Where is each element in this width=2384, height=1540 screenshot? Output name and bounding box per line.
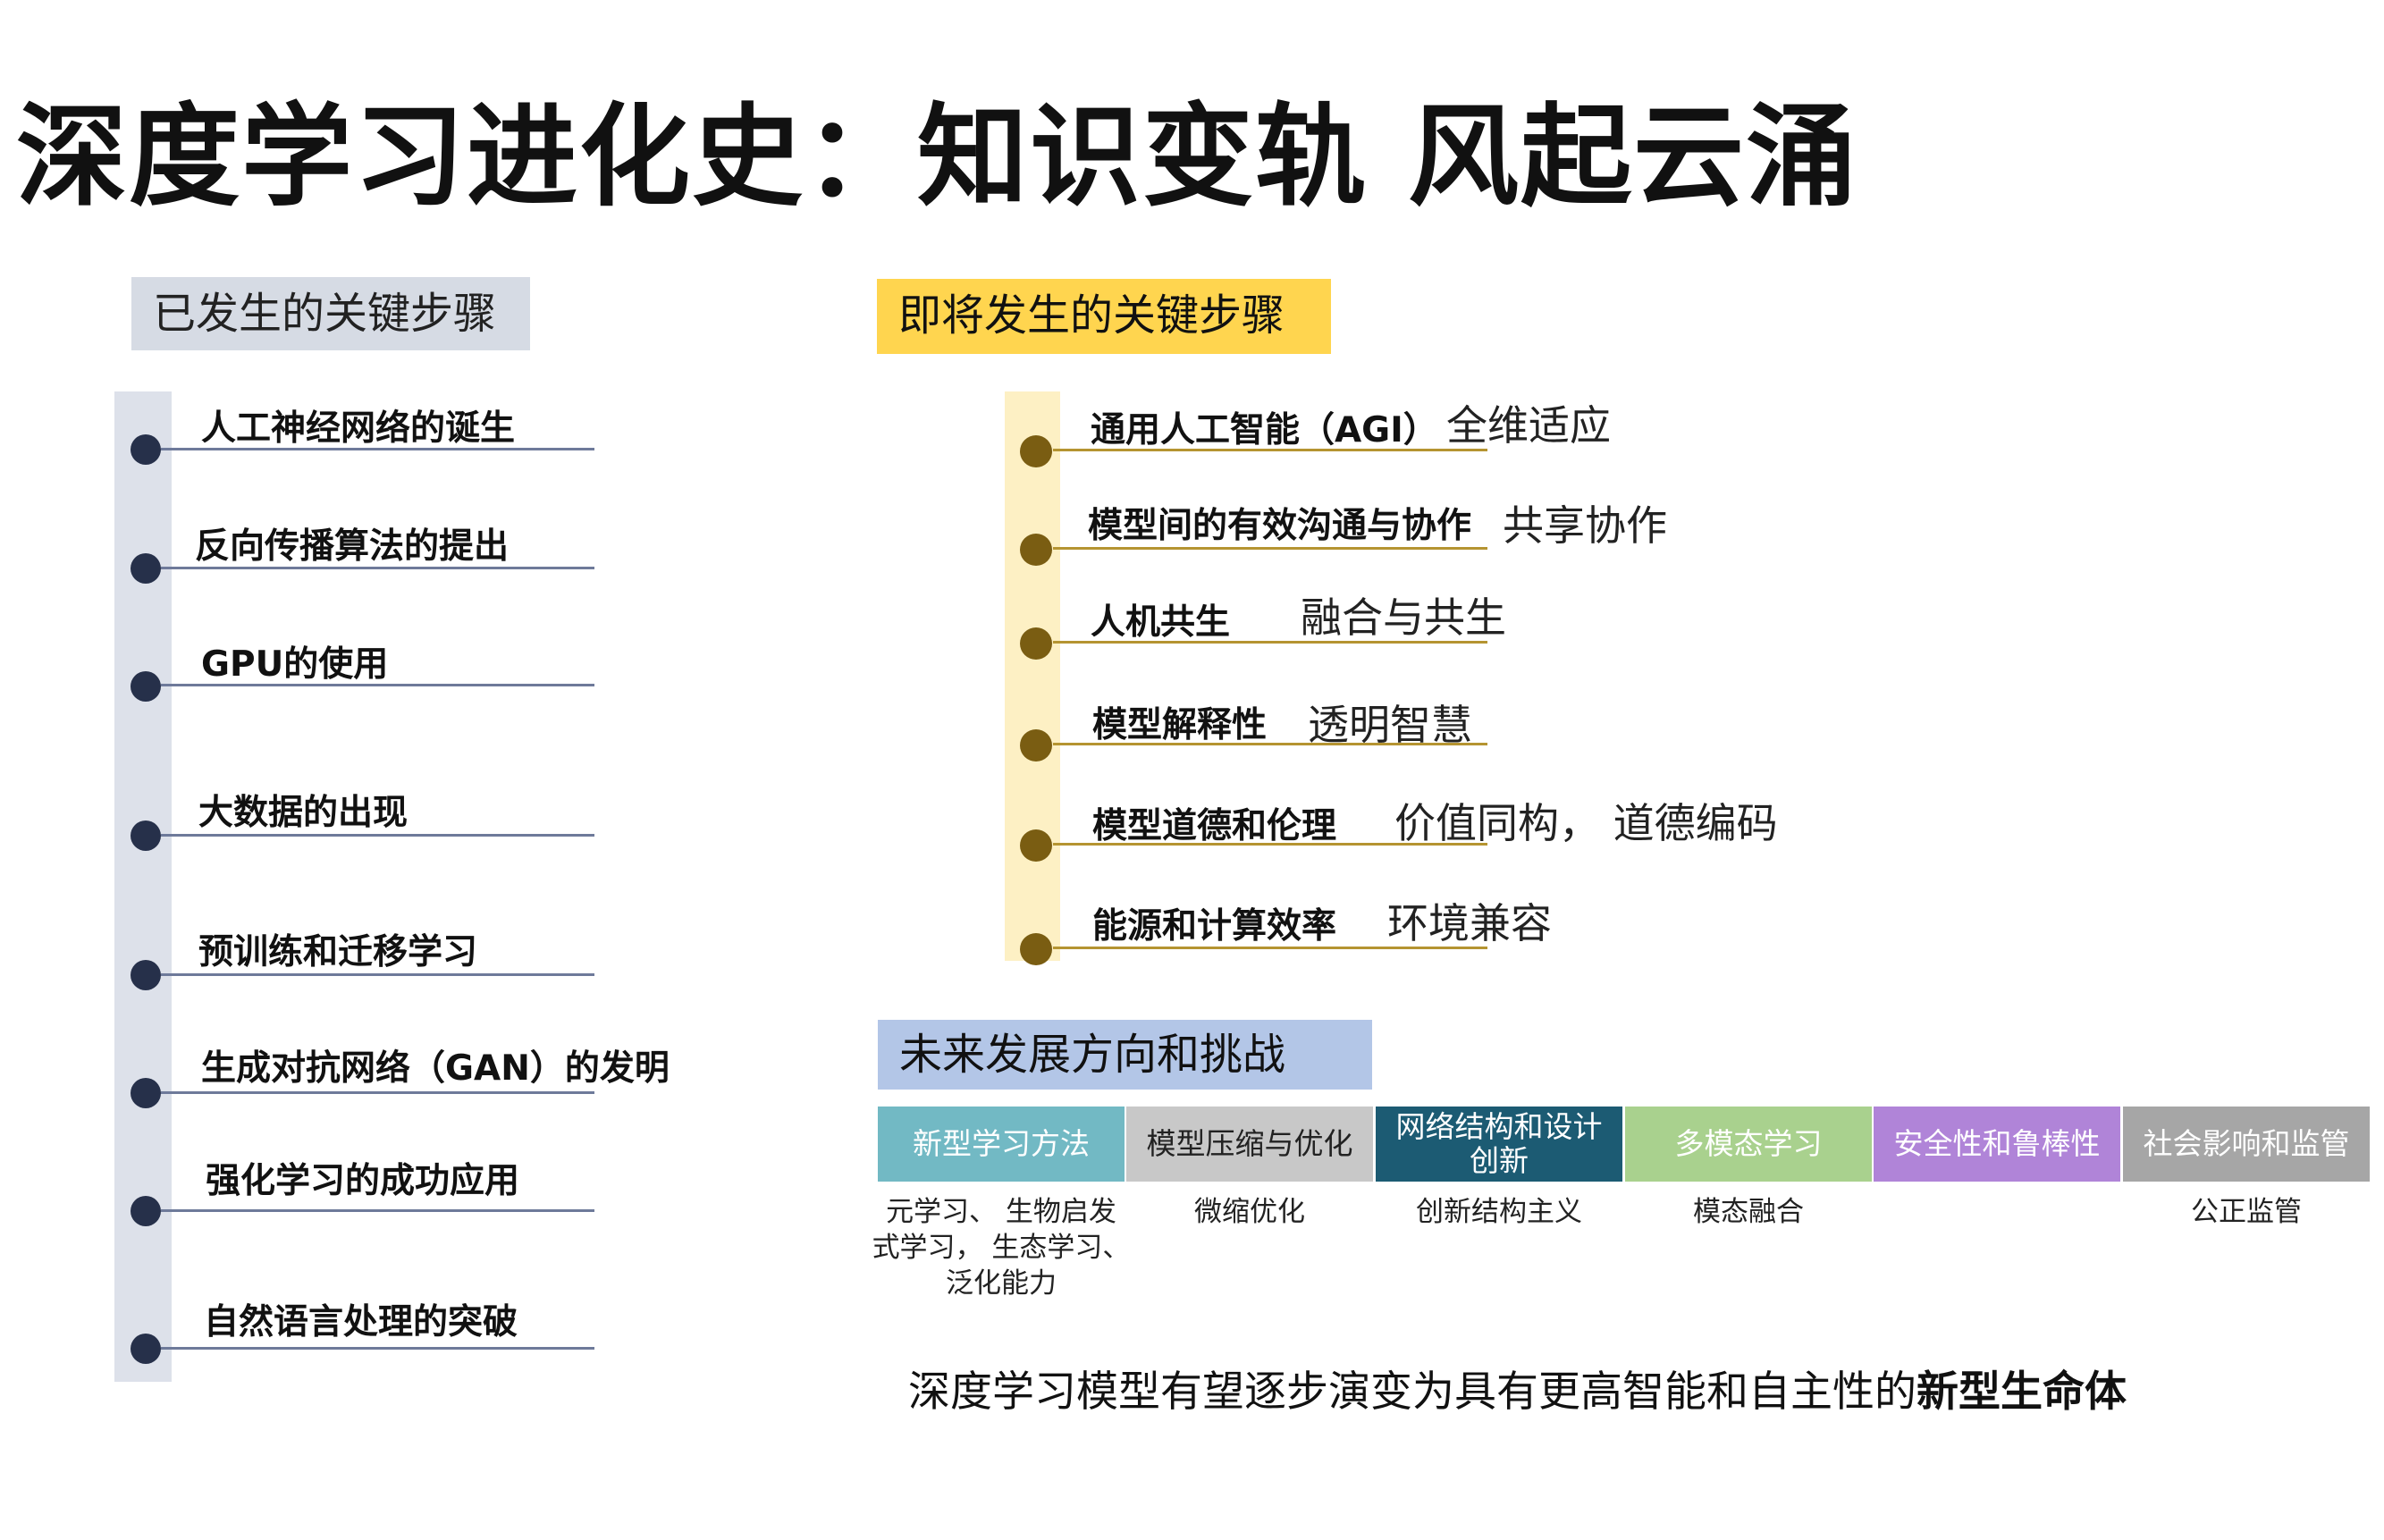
future-direction-description-line: 泛化能力 <box>946 1267 1057 1300</box>
upcoming-timeline-line <box>1053 641 1487 644</box>
upcoming-step-label: 通用人工智能（AGI） <box>1091 410 1438 450</box>
upcoming-step-description: 共享协作 <box>1503 501 1667 550</box>
past-timeline-dot <box>131 1078 161 1108</box>
upcoming-timeline-dot <box>1020 534 1052 566</box>
future-direction-label: 新型学习方法 <box>913 1126 1090 1161</box>
past-timeline-line <box>161 684 594 686</box>
future-direction-description-line: 元学习、 生物启发 <box>886 1196 1116 1228</box>
future-direction-label: 安全性和鲁棒性 <box>1893 1126 2101 1161</box>
future-direction-description-line: 公正监管 <box>2191 1196 2302 1228</box>
future-direction-description: 公正监管 <box>2116 1194 2377 1230</box>
future-direction-box: 网络结构和设计 创新 <box>1376 1107 1622 1182</box>
future-direction-box: 安全性和鲁棒性 <box>1874 1107 2120 1182</box>
upcoming-step-description: 融合与共生 <box>1301 593 1506 642</box>
future-direction-label: 网络结构和设计 创新 <box>1395 1109 1603 1178</box>
past-timeline-dot <box>131 671 161 702</box>
past-step-label: GPU的使用 <box>201 644 389 685</box>
past-timeline-dot <box>131 553 161 584</box>
past-step-label: 反向传播算法的提出 <box>195 526 510 567</box>
upcoming-timeline-line <box>1053 547 1487 550</box>
upcoming-timeline-line <box>1053 947 1487 949</box>
upcoming-step-label: 模型间的有效沟通与协作 <box>1088 506 1472 546</box>
upcoming-timeline-line <box>1053 843 1487 846</box>
past-timeline-line <box>161 1209 594 1212</box>
upcoming-timeline-bar <box>1005 391 1060 961</box>
upcoming-timeline-line <box>1053 743 1487 745</box>
future-direction-description: 模态融合 <box>1618 1194 1879 1230</box>
past-step-label: 大数据的出现 <box>198 793 409 833</box>
future-direction-label: 多模态学习 <box>1674 1126 1823 1161</box>
past-timeline-line <box>161 973 594 976</box>
future-direction-box: 多模态学习 <box>1625 1107 1872 1182</box>
future-direction-label: 模型压缩与优化 <box>1146 1126 1353 1161</box>
future-direction-box: 新型学习方法 <box>878 1107 1125 1182</box>
future-direction-description: 创新结构主义 <box>1369 1194 1630 1230</box>
upcoming-step-description: 价值同构， 道德编码 <box>1394 799 1778 847</box>
upcoming-step-label: 人机共生 <box>1091 602 1231 643</box>
conclusion-text: 深度学习模型有望逐步演变为具有更高智能和自主性的新型生命体 <box>908 1357 2127 1418</box>
upcoming-step-label: 模型道德和伦理 <box>1092 806 1337 846</box>
past-step-label: 预训练和迁移学习 <box>198 932 478 972</box>
past-timeline-dot <box>131 820 161 851</box>
past-timeline-line <box>161 1091 594 1094</box>
conclusion-emphasis: 新型生命体 <box>1916 1367 2127 1417</box>
past-timeline-dot <box>131 960 161 990</box>
past-timeline-dot <box>131 1334 161 1364</box>
page-title: 深度学习进化史：知识变轨 风起云涌 <box>16 93 1859 222</box>
past-timeline-line <box>161 448 594 450</box>
future-direction-label: 社会影响和监管 <box>2143 1126 2350 1161</box>
future-direction-box: 社会影响和监管 <box>2123 1107 2370 1182</box>
future-direction-description-line: 模态融合 <box>1693 1196 1804 1228</box>
past-steps-heading: 已发生的关键步骤 <box>131 277 530 350</box>
upcoming-step-label: 能源和计算效率 <box>1092 906 1337 947</box>
future-direction-box: 模型压缩与优化 <box>1126 1107 1373 1182</box>
upcoming-timeline-dot <box>1020 933 1052 965</box>
future-directions-heading: 未来发展方向和挑战 <box>878 1020 1372 1090</box>
upcoming-timeline-dot <box>1020 729 1052 762</box>
past-step-label: 自然语言处理的突破 <box>204 1302 518 1342</box>
upcoming-step-label: 模型解释性 <box>1092 705 1268 745</box>
upcoming-timeline-line <box>1053 449 1487 451</box>
future-direction-description: 微缩优化 <box>1119 1194 1380 1230</box>
conclusion-prefix: 深度学习模型有望逐步演变为具有更高智能和自主性的 <box>908 1367 1916 1417</box>
upcoming-step-description: 环境兼容 <box>1387 899 1552 947</box>
past-timeline-line <box>161 834 594 837</box>
past-timeline-dot <box>131 1196 161 1226</box>
past-timeline-dot <box>131 434 161 465</box>
past-timeline-bar <box>114 391 172 1382</box>
upcoming-timeline-dot <box>1020 435 1052 467</box>
past-step-label: 强化学习的成功应用 <box>206 1161 520 1201</box>
upcoming-timeline-dot <box>1020 627 1052 660</box>
past-step-label: 生成对抗网络（GAN）的发明 <box>201 1048 670 1089</box>
future-direction-description-line: 微缩优化 <box>1194 1196 1305 1228</box>
upcoming-step-description: 透明智慧 <box>1308 701 1472 749</box>
past-timeline-line <box>161 567 594 569</box>
future-direction-description-line: 创新结构主义 <box>1416 1196 1582 1228</box>
past-step-label: 人工神经网络的诞生 <box>201 408 516 449</box>
upcoming-timeline-dot <box>1020 829 1052 862</box>
upcoming-steps-heading: 即将发生的关键步骤 <box>877 279 1331 354</box>
future-direction-description: 元学习、 生物启发式学习， 生态学习、泛化能力 <box>871 1194 1132 1301</box>
past-timeline-line <box>161 1347 594 1350</box>
future-direction-description-line: 式学习， 生态学习、 <box>872 1232 1131 1264</box>
upcoming-step-description: 全维适应 <box>1446 401 1611 450</box>
